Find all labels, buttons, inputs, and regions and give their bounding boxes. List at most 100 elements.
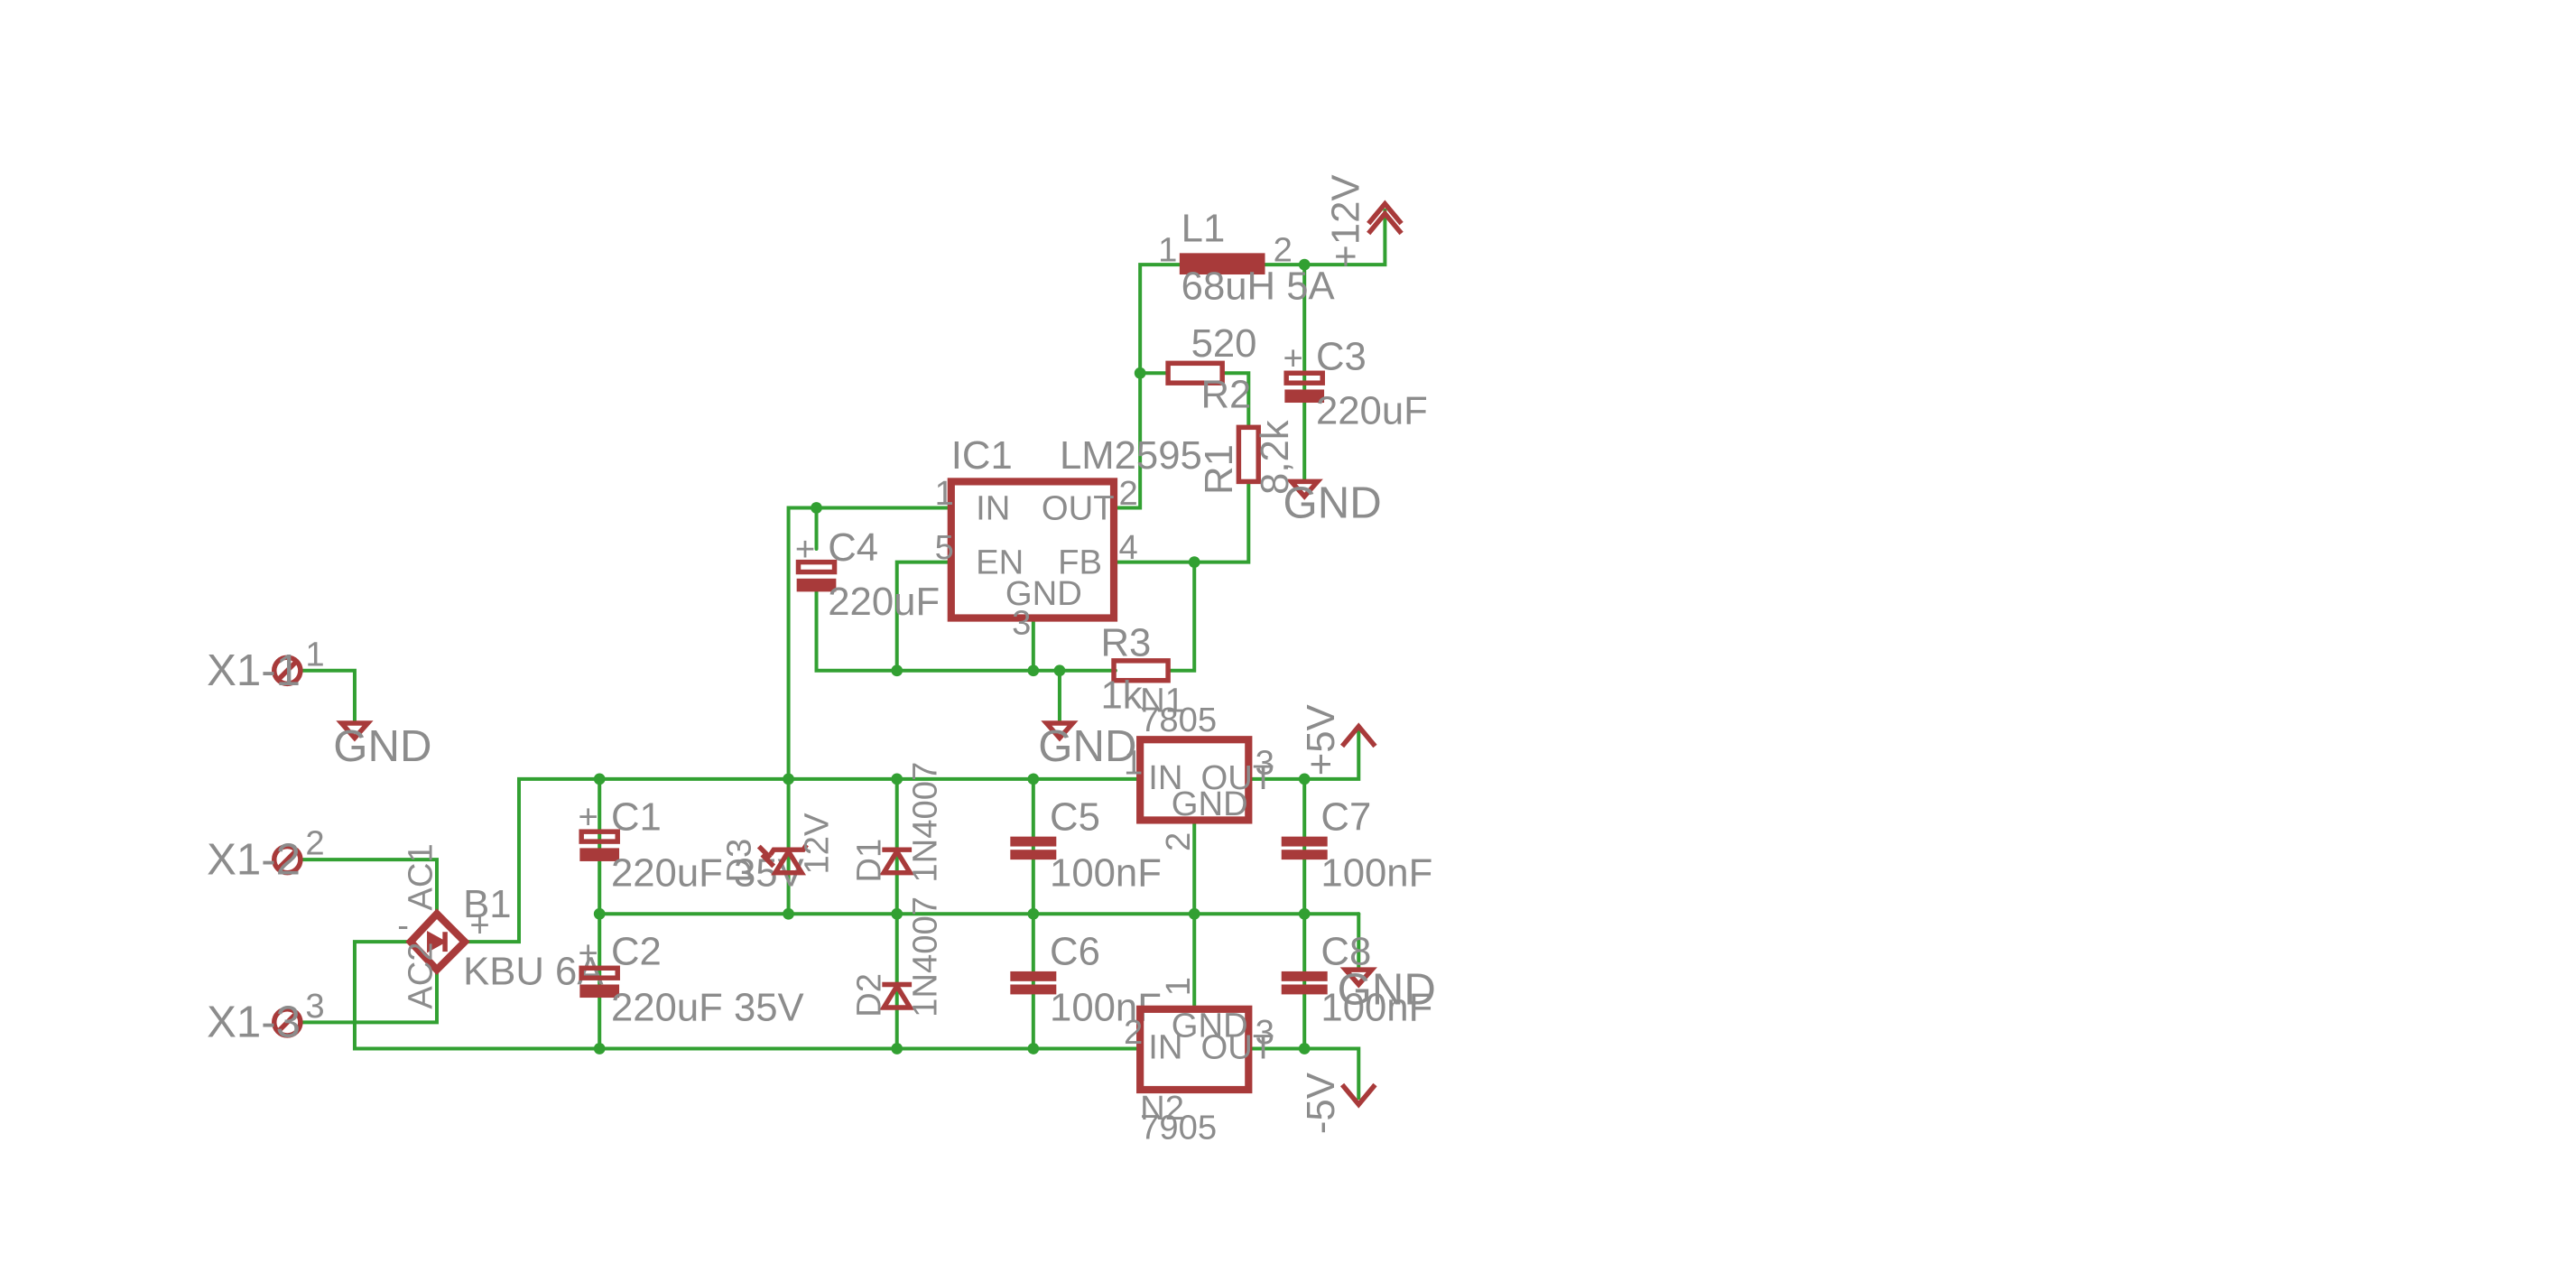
connector-x1-1[interactable]: X1-1 1 <box>207 635 324 695</box>
polarity-plus: + <box>1283 339 1303 378</box>
pin-number: 1 <box>935 474 954 513</box>
supply-arrow-icon <box>1339 722 1377 748</box>
component-ref: D1 <box>850 839 889 883</box>
capacitor-c8[interactable]: C8 100nF <box>1281 930 1433 1030</box>
component-ref: D2 <box>850 973 889 1017</box>
component-ref: R1 <box>1197 444 1241 495</box>
junction <box>1188 907 1200 920</box>
capacitor-c4[interactable]: + C4 220uF <box>795 525 940 624</box>
cap-plate <box>1010 984 1057 995</box>
regulator-n1-7805[interactable]: N1 7805 IN OUT GND 1 3 2 <box>1124 681 1274 851</box>
component-value: 100nF <box>1320 850 1432 895</box>
pin-label-fb: FB <box>1058 543 1102 581</box>
terminal-slash <box>275 848 300 871</box>
pin-number: 1 <box>1159 977 1198 996</box>
cap-plate <box>1010 971 1057 981</box>
component-value: 8,2k <box>1253 420 1297 495</box>
ground-icon <box>336 720 374 742</box>
wire-en-gnd <box>894 560 953 673</box>
pin-number: 3 <box>1012 604 1031 643</box>
component-value: 1N4007 <box>905 896 944 1017</box>
cap-plate <box>1281 836 1328 847</box>
component-ref: R2 <box>1201 372 1252 416</box>
component-value: 220uF <box>1316 389 1428 433</box>
component-value: 520 <box>1191 321 1257 366</box>
pin-label-gnd: GND <box>1172 785 1248 823</box>
component-ref: C2 <box>611 930 662 974</box>
terminal-icon <box>272 843 303 876</box>
diode-icon <box>879 846 915 876</box>
diode-d2[interactable]: D2 1N4007 <box>850 896 945 1017</box>
pin-label-gnd: GND <box>1005 574 1082 613</box>
junction <box>891 907 903 920</box>
capacitor-c5[interactable]: C5 100nF <box>1010 794 1162 895</box>
ic-body <box>947 478 1118 622</box>
capacitor-c7[interactable]: C7 100nF <box>1281 794 1433 895</box>
resistor-r2[interactable]: 520 R2 <box>1165 321 1257 416</box>
connector-x1-2[interactable]: X1-2 2 <box>207 824 324 885</box>
pin-label-en: EN <box>976 543 1024 581</box>
component-value: 68uH 5A <box>1181 264 1336 308</box>
resistor-r1[interactable]: R1 8,2k <box>1197 420 1297 495</box>
cap-plate-pos <box>1283 370 1325 386</box>
zener-diode-icon <box>771 846 807 876</box>
capacitor-c2[interactable]: + C2 220uF 35V <box>579 930 804 1030</box>
bridge-rectifier-b1[interactable]: B1 KBU 6A + - AC1 AC2 <box>397 843 604 1009</box>
gnd-symbol-x1: GND <box>333 720 431 771</box>
inductor-l1[interactable]: L1 68uH 5A 1 2 <box>1158 207 1335 309</box>
component-value: 220uF 35V <box>611 986 804 1030</box>
pin-number: 1 <box>305 635 324 674</box>
component-ref: C8 <box>1320 930 1371 974</box>
polarity-plus: + <box>579 934 598 973</box>
component-ref: C7 <box>1320 794 1371 839</box>
component-value: 7805 <box>1140 701 1217 739</box>
supply-arrow-icon <box>1367 209 1404 236</box>
component-ref: C6 <box>1050 930 1100 974</box>
component-ref: L1 <box>1181 207 1226 251</box>
junction <box>1027 1043 1040 1054</box>
pin-number: 3 <box>1256 743 1274 782</box>
junction <box>593 773 606 785</box>
terminal-icon <box>272 655 303 687</box>
cap-plate-neg <box>1284 389 1325 404</box>
terminal-slash <box>275 658 300 683</box>
gnd-label: GND <box>1038 722 1136 771</box>
pin-label-out: OUT <box>1201 758 1274 797</box>
junction <box>1027 664 1040 677</box>
gnd-symbol-ic1: GND <box>1038 720 1136 771</box>
junction <box>783 773 794 785</box>
junction <box>891 1043 903 1054</box>
cap-plate-pos <box>579 829 620 844</box>
capacitor-c1[interactable]: + C1 220uF 35V <box>579 794 804 895</box>
pin-number: 3 <box>305 987 324 1026</box>
component-ref: C1 <box>611 794 662 839</box>
component-value: 100nF <box>1320 986 1432 1030</box>
junction <box>593 907 606 920</box>
ground-icon <box>1285 478 1323 500</box>
junction <box>1298 907 1311 920</box>
ic1-lm2595[interactable]: IC1 LM2595 IN OUT EN FB GND 1 2 5 4 3 <box>935 433 1202 643</box>
junction <box>1053 664 1066 677</box>
bridge-body <box>405 908 470 975</box>
capacitor-c3[interactable]: + C3 220uF <box>1283 335 1428 433</box>
light-arrow-icon <box>756 844 773 860</box>
regulator-body <box>1136 1005 1253 1094</box>
diode-d1[interactable]: D1 1N4007 <box>850 762 945 883</box>
junction <box>1027 907 1040 920</box>
regulator-body <box>1136 736 1253 824</box>
diode-d3[interactable]: D3 12V <box>720 813 837 883</box>
connector-ref: X1-1 <box>207 646 301 695</box>
pin-label-out: OUT <box>1042 488 1115 527</box>
component-value: 100nF <box>1050 850 1162 895</box>
terminal-icon <box>272 1007 303 1038</box>
wire-r2-r1 <box>1220 371 1251 430</box>
regulator-n2-7905[interactable]: GND IN OUT 2 3 1 N2 7905 <box>1124 977 1274 1147</box>
cap-plate-pos <box>795 559 838 575</box>
pin-number: 2 <box>305 824 324 863</box>
wire-r3-fb <box>1166 560 1197 673</box>
resistor-r3[interactable]: R3 1k <box>1100 620 1171 718</box>
connector-x1-3[interactable]: X1-3 3 <box>207 987 324 1047</box>
cap-plate-pos <box>579 965 620 980</box>
gnd-label: GND <box>1338 965 1436 1014</box>
